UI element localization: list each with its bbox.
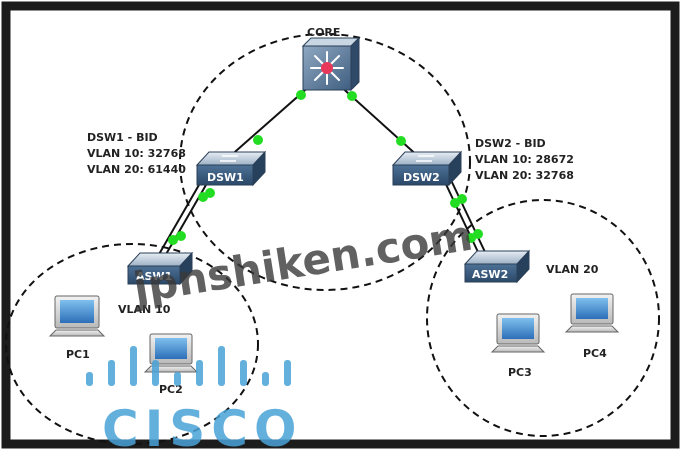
dsw2-vlan10-priority: VLAN 10: 28672 <box>475 153 574 166</box>
pc3-icon[interactable] <box>490 313 546 353</box>
asw2-label: ASW2 <box>472 268 508 281</box>
dsw2-label: DSW2 <box>403 171 440 184</box>
link-dot <box>396 136 406 146</box>
link-dot <box>473 229 483 239</box>
dsw1-label: DSW1 <box>207 171 244 184</box>
zone-vlan20-circle <box>426 199 660 437</box>
zone-vlan10-circle <box>5 243 259 445</box>
asw2-switch-icon[interactable] <box>463 249 531 284</box>
link-dot <box>296 90 306 100</box>
link-dot <box>457 194 467 204</box>
link-dot <box>253 135 263 145</box>
asw1-switch-icon[interactable] <box>126 251 194 286</box>
dsw1-vlan20-priority: VLAN 20: 61440 <box>87 163 186 176</box>
dsw1-bid-title: DSW1 - BID <box>87 131 158 144</box>
link-dot <box>347 91 357 101</box>
dsw2-switch-icon[interactable] <box>391 150 463 187</box>
vlan20-zone-label: VLAN 20 <box>546 263 599 276</box>
dsw1-vlan10-priority: VLAN 10: 32768 <box>87 147 186 160</box>
link-dot <box>205 188 215 198</box>
pc1-label: PC1 <box>66 348 90 361</box>
pc1-icon[interactable] <box>48 295 106 337</box>
link-dot <box>168 235 178 245</box>
pc2-label: PC2 <box>159 383 183 396</box>
dsw1-switch-icon[interactable] <box>195 150 267 187</box>
cisco-logo-bars <box>86 346 291 386</box>
link-dsw1-asw1-a <box>157 177 204 257</box>
link-status-dots <box>168 90 483 245</box>
pc4-icon[interactable] <box>564 293 620 333</box>
core-label: CORE <box>307 26 340 39</box>
asw1-label: ASW1 <box>136 270 172 283</box>
pc3-label: PC3 <box>508 366 532 379</box>
watermark-text: jpnshiken.com <box>128 211 476 313</box>
dsw2-bid-title: DSW2 - BID <box>475 137 546 150</box>
core-switch-icon[interactable] <box>301 36 361 92</box>
vlan10-zone-label: VLAN 10 <box>118 303 171 316</box>
zone-core-circle <box>179 33 471 291</box>
cisco-logo-text: CISCO <box>102 400 303 450</box>
dsw2-vlan20-priority: VLAN 20: 32768 <box>475 169 574 182</box>
pc4-label: PC4 <box>583 347 607 360</box>
link-dsw2-asw2-b <box>449 177 486 253</box>
link-dot <box>176 231 186 241</box>
pc2-icon[interactable] <box>143 333 199 373</box>
